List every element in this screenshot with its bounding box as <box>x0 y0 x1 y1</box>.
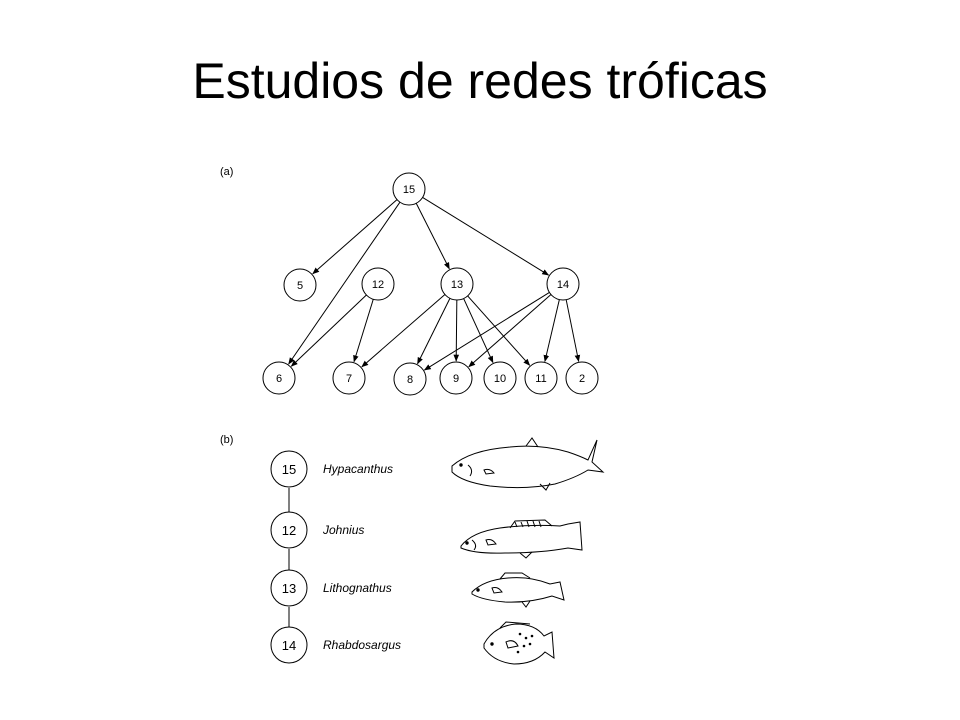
food-web-node-5: 5 <box>283 268 317 302</box>
food-web-arrow <box>468 294 552 368</box>
food-web-arrow <box>453 299 460 362</box>
chain-node-label: 12 <box>282 523 296 538</box>
node-label: 7 <box>346 373 352 385</box>
node-label: 14 <box>557 279 569 291</box>
node-circle <box>524 361 558 395</box>
food-web-node-8: 8 <box>393 362 427 396</box>
chain-node-14: 14 <box>270 626 308 664</box>
genus-label: Rhabdosargus <box>323 638 401 652</box>
node-circle <box>262 361 296 395</box>
node-circle <box>393 362 427 396</box>
food-web-node-14: 14 <box>546 267 580 301</box>
food-web-nodes: 15 5 12 13 14 6 7 8 9 10 11 2 <box>262 172 599 396</box>
node-label: 5 <box>297 280 303 292</box>
node-circle <box>440 267 474 301</box>
panel-a-label: (a) <box>220 166 233 178</box>
genus-label: Johnius <box>322 523 364 537</box>
food-web-arrow <box>417 298 451 365</box>
node-circle <box>392 172 426 206</box>
food-web-arrow <box>543 299 560 363</box>
food-web-node-11: 11 <box>524 361 558 395</box>
panel-b-label: (b) <box>220 434 233 446</box>
fish-johnius-icon <box>460 519 583 559</box>
genus-label: Lithognathus <box>323 581 392 595</box>
food-web-node-7: 7 <box>332 361 366 395</box>
food-web-arrow <box>353 299 374 363</box>
food-web-node-12: 12 <box>361 267 395 301</box>
node-circle <box>546 267 580 301</box>
fish-lithognathus-icon <box>471 572 565 608</box>
food-web-arrow <box>288 201 401 365</box>
node-circle <box>332 361 366 395</box>
slide-title: Estudios de redes tróficas <box>192 53 768 109</box>
chain-node-13: 13 <box>270 569 308 607</box>
food-web-arrow <box>361 294 446 368</box>
food-web-arrow <box>467 295 531 366</box>
fish-hypacanthus-icon <box>451 437 605 491</box>
node-label: 8 <box>407 374 413 386</box>
node-label: 9 <box>453 373 459 385</box>
fish-rhabdosargus-icon <box>483 621 555 665</box>
food-web-edges <box>288 196 581 371</box>
food-web-arrow <box>422 196 550 276</box>
food-web-arrow <box>290 294 367 367</box>
node-label: 13 <box>451 279 463 291</box>
food-web-node-10: 10 <box>483 361 517 395</box>
food-web-node-6: 6 <box>262 361 296 395</box>
node-label: 2 <box>579 373 585 385</box>
food-web-arrow <box>423 292 550 371</box>
chain-node-12: 12 <box>270 511 308 549</box>
node-circle <box>483 361 517 395</box>
node-circle <box>361 267 395 301</box>
node-label: 10 <box>494 373 506 385</box>
food-web-node-9: 9 <box>439 361 473 395</box>
food-web-arrow <box>312 199 398 275</box>
node-circle <box>439 361 473 395</box>
food-web-arrow <box>415 203 450 270</box>
chain-node-15: 15 <box>270 450 308 488</box>
node-label: 15 <box>403 184 415 196</box>
food-web-node-15: 15 <box>392 172 426 206</box>
node-label: 11 <box>535 373 546 385</box>
node-label: 12 <box>372 279 384 291</box>
chain-node-label: 14 <box>282 638 296 653</box>
node-label: 6 <box>276 373 282 385</box>
food-web-node-13: 13 <box>440 267 474 301</box>
node-circle <box>565 361 599 395</box>
food-web-node-2: 2 <box>565 361 599 395</box>
chain-node-label: 15 <box>282 462 296 477</box>
food-web-arrow <box>463 298 494 364</box>
node-circle <box>283 268 317 302</box>
genus-label: Hypacanthus <box>323 462 393 476</box>
chain-node-label: 13 <box>282 581 296 596</box>
food-web-arrow <box>565 299 581 363</box>
